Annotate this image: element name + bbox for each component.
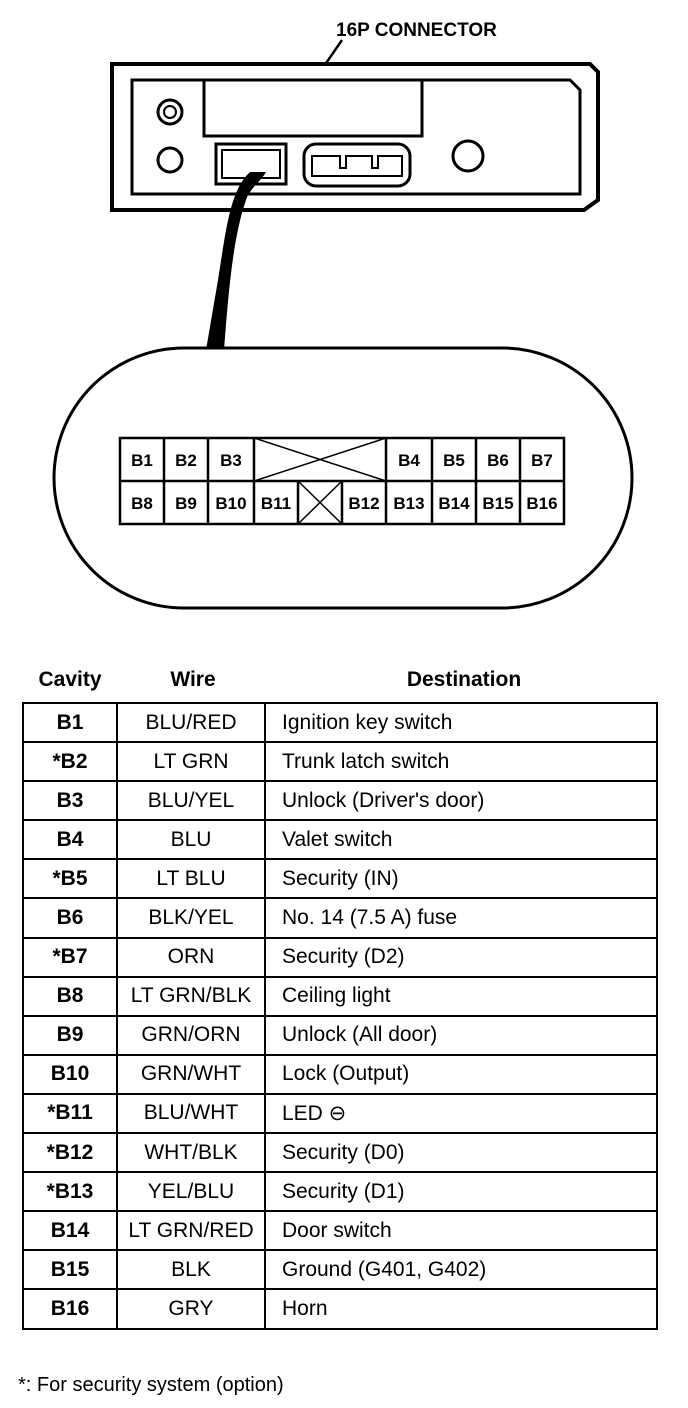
destination-cell: Lock (Output) <box>264 1053 658 1095</box>
wire-cell: BLU <box>116 819 266 861</box>
connector-callout-label: 16P CONNECTOR <box>336 20 497 41</box>
wire-cell: GRN/ORN <box>116 1014 266 1056</box>
pin-label: B16 <box>526 494 557 513</box>
cavity-cell: B3 <box>22 780 118 822</box>
destination-cell: Unlock (All door) <box>264 1014 658 1056</box>
cavity-cell: B1 <box>22 701 118 744</box>
column-header-destination: Destination <box>406 668 522 691</box>
pin-label: B14 <box>438 494 470 513</box>
cavity-cell: B10 <box>22 1053 118 1095</box>
cavity-cell: *B13 <box>22 1171 118 1213</box>
cavity-cell: B15 <box>22 1249 118 1291</box>
wire-cell: GRN/WHT <box>116 1053 266 1095</box>
column-header-wire: Wire <box>170 668 216 691</box>
pin-label: B6 <box>487 451 509 470</box>
destination-cell: Security (D2) <box>264 936 658 978</box>
wire-cell: ORN <box>116 936 266 978</box>
wire-cell: LT GRN <box>116 741 266 783</box>
cavity-cell: B6 <box>22 897 118 939</box>
destination-cell: LED ⊖ <box>264 1092 658 1135</box>
pin-label: B3 <box>220 451 242 470</box>
wire-cell: LT GRN/RED <box>116 1210 266 1252</box>
pin-label: B10 <box>215 494 246 513</box>
wire-cell: BLK <box>116 1249 266 1291</box>
pin-label: B9 <box>175 494 197 513</box>
wire-cell: BLK/YEL <box>116 897 266 939</box>
cavity-cell: *B7 <box>22 936 118 978</box>
pin-label: B12 <box>348 494 379 513</box>
wire-cell: LT BLU <box>116 858 266 900</box>
destination-cell: Valet switch <box>264 819 658 861</box>
wire-cell: YEL/BLU <box>116 1171 266 1213</box>
destination-cell: Horn <box>264 1288 658 1330</box>
destination-cell: Door switch <box>264 1210 658 1252</box>
destination-cell: Ground (G401, G402) <box>264 1249 658 1291</box>
destination-cell: Security (D0) <box>264 1132 658 1174</box>
wire-cell: GRY <box>116 1288 266 1330</box>
cavity-cell: *B12 <box>22 1132 118 1174</box>
cavity-cell: B8 <box>22 975 118 1017</box>
wire-cell: BLU/WHT <box>116 1092 266 1135</box>
destination-cell: Unlock (Driver's door) <box>264 780 658 822</box>
pin-label: B5 <box>443 451 465 470</box>
security-footnote: *: For security system (option) <box>18 1374 284 1396</box>
destination-cell: No. 14 (7.5 A) fuse <box>264 897 658 939</box>
cavity-cell: *B5 <box>22 858 118 900</box>
destination-cell: Ignition key switch <box>264 701 658 744</box>
connector-socket-other <box>302 142 412 188</box>
wire-cell: BLU/RED <box>116 701 266 744</box>
cavity-cell: B16 <box>22 1288 118 1330</box>
pin-label: B11 <box>261 494 291 513</box>
cavity-cell: *B11 <box>22 1092 118 1135</box>
cavity-cell: B4 <box>22 819 118 861</box>
connector-pin-grid: B1 B2 B3 B4 B5 B6 B7 B8 B9 B10 B11 B12 B… <box>118 436 566 526</box>
destination-cell: Security (D1) <box>264 1171 658 1213</box>
connector-face-outline <box>52 346 634 610</box>
connector-diagram: 16P CONNECTOR <box>52 20 634 610</box>
column-header-cavity: Cavity <box>38 668 102 691</box>
pin-label: B7 <box>531 451 553 470</box>
destination-cell: Security (IN) <box>264 858 658 900</box>
table-header: Cavity Wire Destination <box>22 664 658 698</box>
destination-cell: Trunk latch switch <box>264 741 658 783</box>
pin-label: B1 <box>131 451 153 470</box>
cavity-cell: *B2 <box>22 741 118 783</box>
cavity-cell: B14 <box>22 1210 118 1252</box>
control-unit <box>110 62 600 212</box>
pin-label: B15 <box>482 494 513 513</box>
pin-label: B13 <box>393 494 424 513</box>
pin-label: B4 <box>398 451 420 470</box>
wire-cell: WHT/BLK <box>116 1132 266 1174</box>
pin-label: B8 <box>131 494 153 513</box>
pin-label: B2 <box>175 451 197 470</box>
wire-cell: BLU/YEL <box>116 780 266 822</box>
wire-harness <box>206 172 266 350</box>
destination-cell: Ceiling light <box>264 975 658 1017</box>
cavity-cell: B9 <box>22 1014 118 1056</box>
wire-cell: LT GRN/BLK <box>116 975 266 1017</box>
